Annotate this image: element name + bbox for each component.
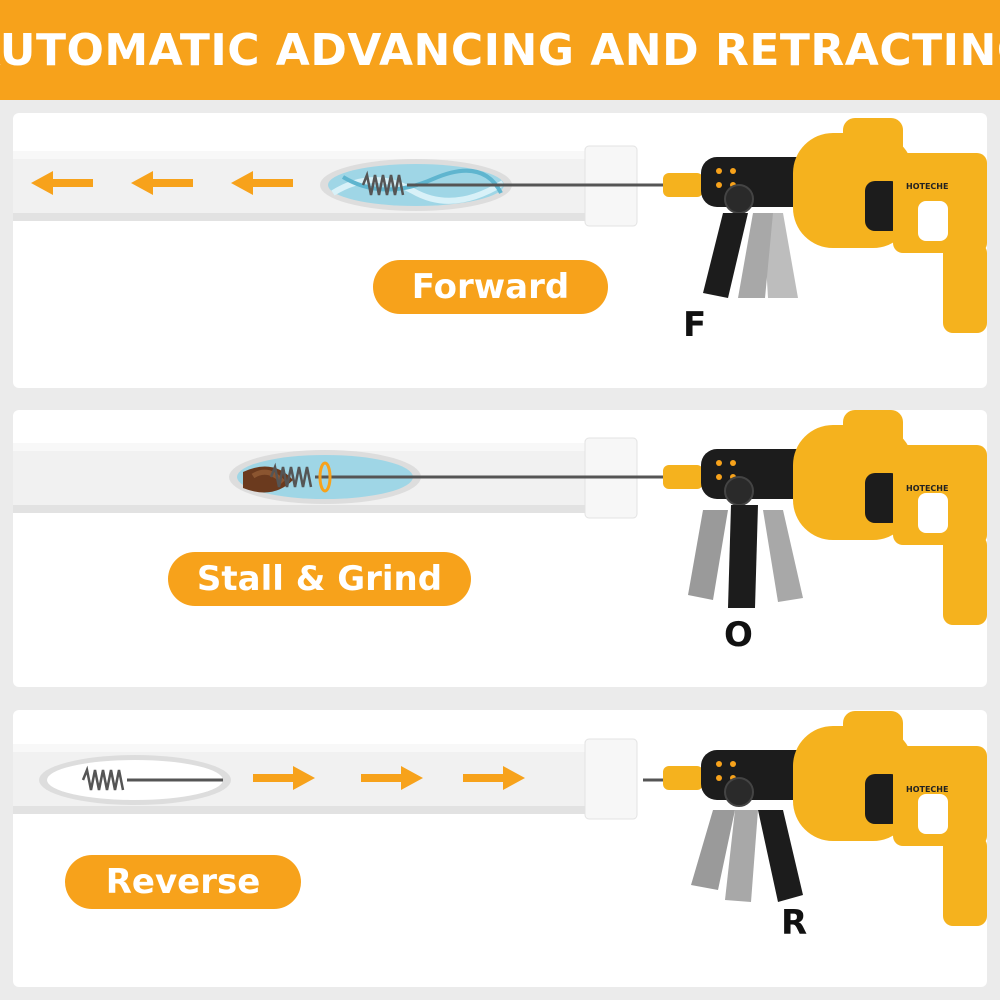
auger-head <box>81 765 663 791</box>
auger-head <box>361 170 663 196</box>
panel-reverse: Reverse R HOTECHE <box>13 710 987 987</box>
brand-logo: HOTECHE <box>906 182 949 191</box>
reverse-illustration <box>13 711 987 926</box>
drain-auger-tool <box>663 118 987 333</box>
brand-logo: HOTECHE <box>906 785 949 794</box>
header-banner: AUTOMATIC ADVANCING AND RETRACTING <box>0 0 1000 100</box>
pipe-coupling <box>584 738 638 820</box>
panel-forward: Forward F HOTECHE <box>13 113 987 388</box>
stall-grind-illustration <box>13 410 987 625</box>
mode-label-pill: Stall & Grind <box>168 552 471 606</box>
mode-letter: F <box>683 305 707 345</box>
drain-auger-tool <box>663 711 987 926</box>
mode-letter: R <box>781 903 808 943</box>
panel-stall-grind: Stall & Grind O HOTECHE <box>13 410 987 687</box>
brand-logo: HOTECHE <box>906 484 949 493</box>
left-arrows <box>31 171 293 195</box>
page-title: AUTOMATIC ADVANCING AND RETRACTING <box>0 24 1000 76</box>
mode-label-pill: Reverse <box>65 855 301 909</box>
forward-illustration <box>13 118 987 333</box>
right-arrows <box>253 766 525 790</box>
rotation-icon <box>318 461 332 493</box>
drain-auger-tool <box>663 410 987 625</box>
auger-head <box>269 462 663 488</box>
mode-letter: O <box>724 615 753 655</box>
mode-label-pill: Forward <box>373 260 608 314</box>
